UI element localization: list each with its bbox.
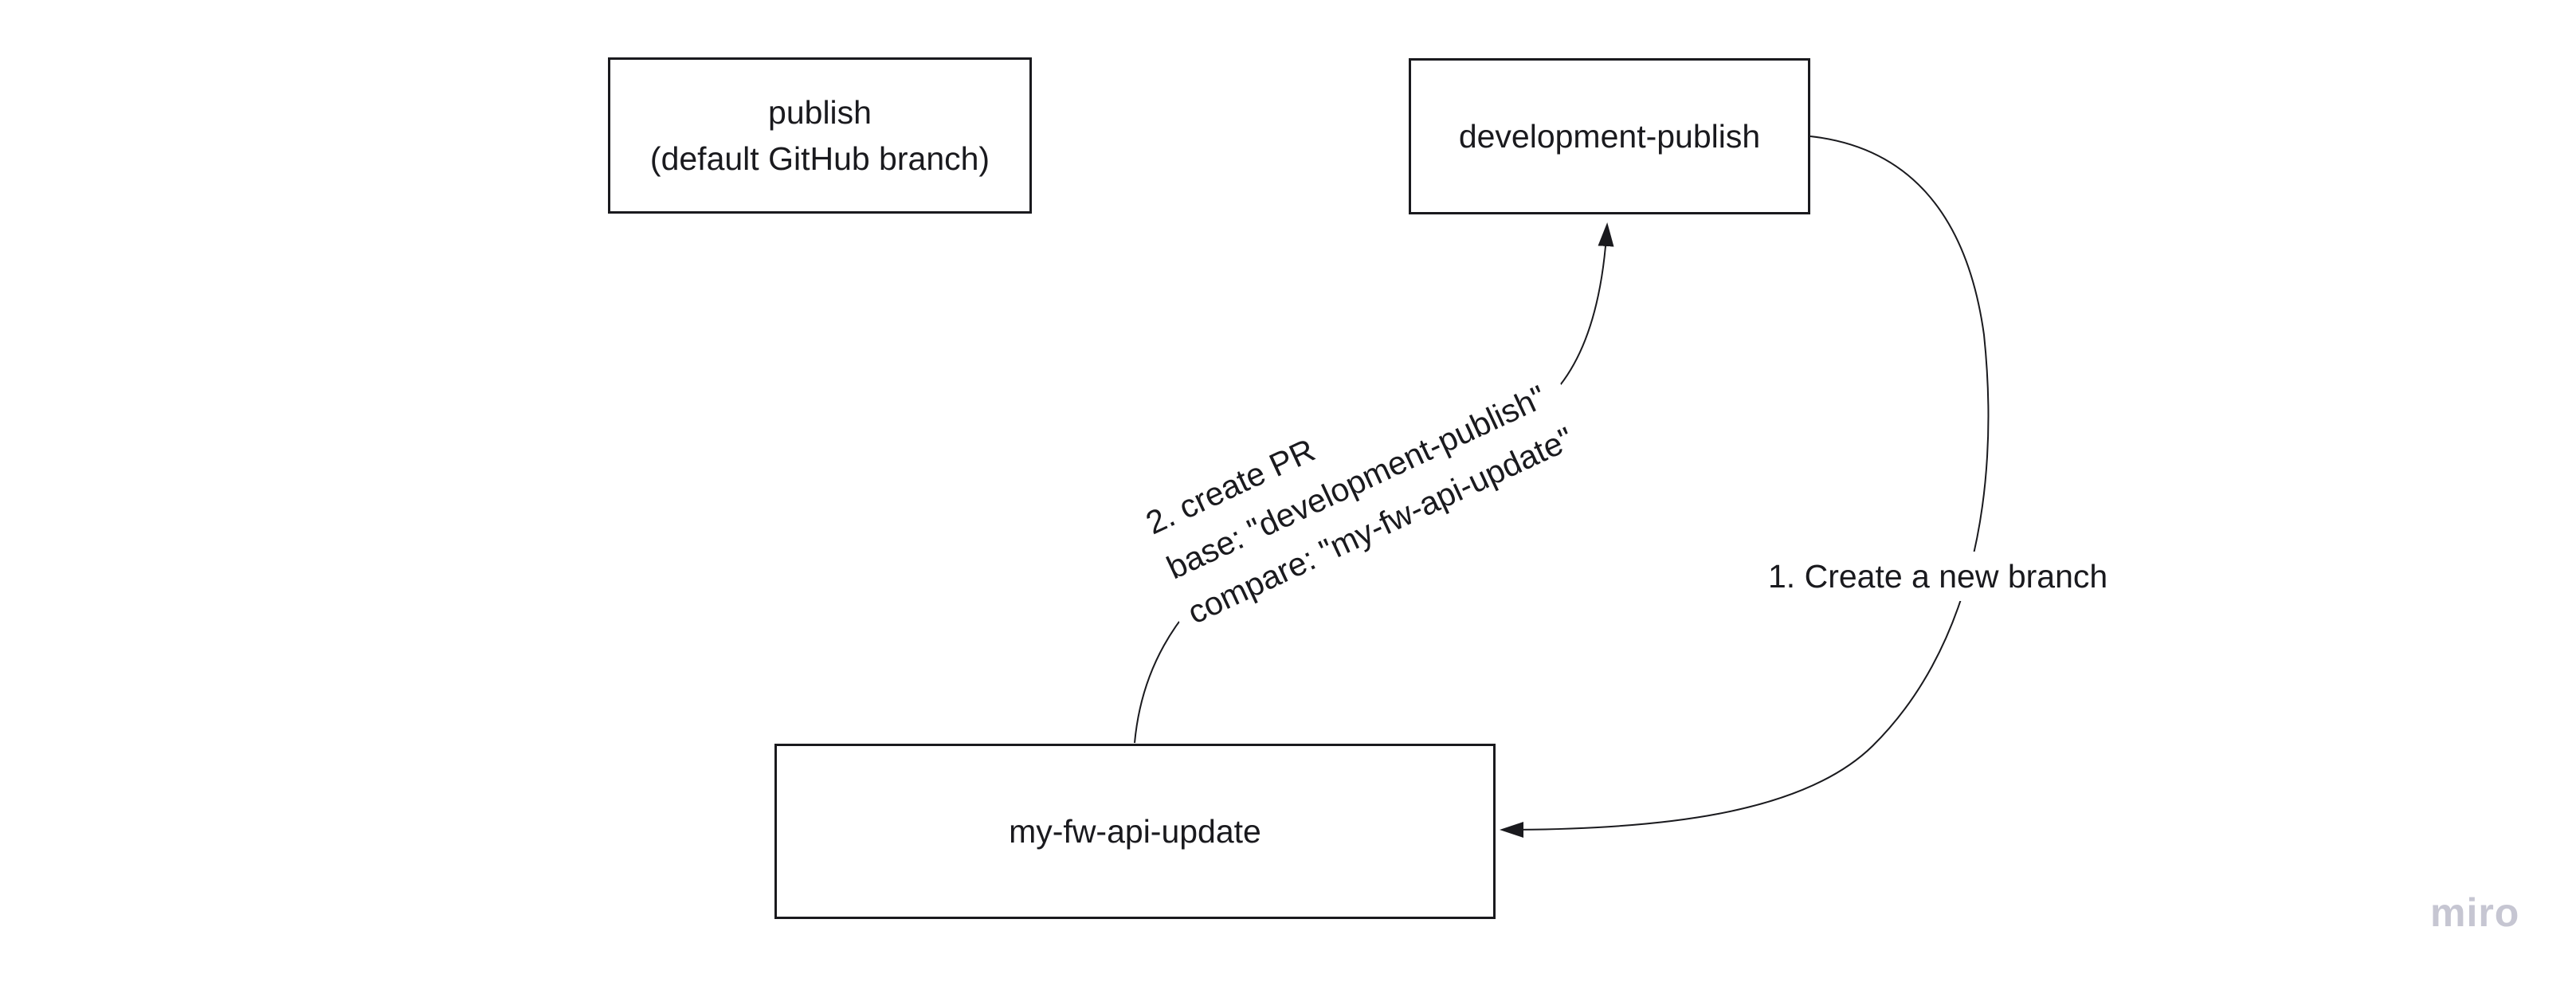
node-my-fw-api-update[interactable]: my-fw-api-update	[774, 744, 1496, 919]
node-development-publish-label: development-publish	[1458, 118, 1761, 155]
node-publish-label-line2: (default GitHub branch)	[649, 140, 990, 177]
node-publish-label-line1: publish	[768, 94, 872, 131]
miro-watermark: miro	[2430, 890, 2520, 935]
node-publish[interactable]: publish (default GitHub branch)	[608, 57, 1032, 214]
connector-create-branch[interactable]	[1500, 136, 1990, 838]
connector-label-create-branch[interactable]: 1. Create a new branch	[1757, 552, 2119, 601]
node-development-publish[interactable]: development-publish	[1409, 58, 1810, 214]
node-my-fw-api-update-label: my-fw-api-update	[1009, 813, 1261, 850]
